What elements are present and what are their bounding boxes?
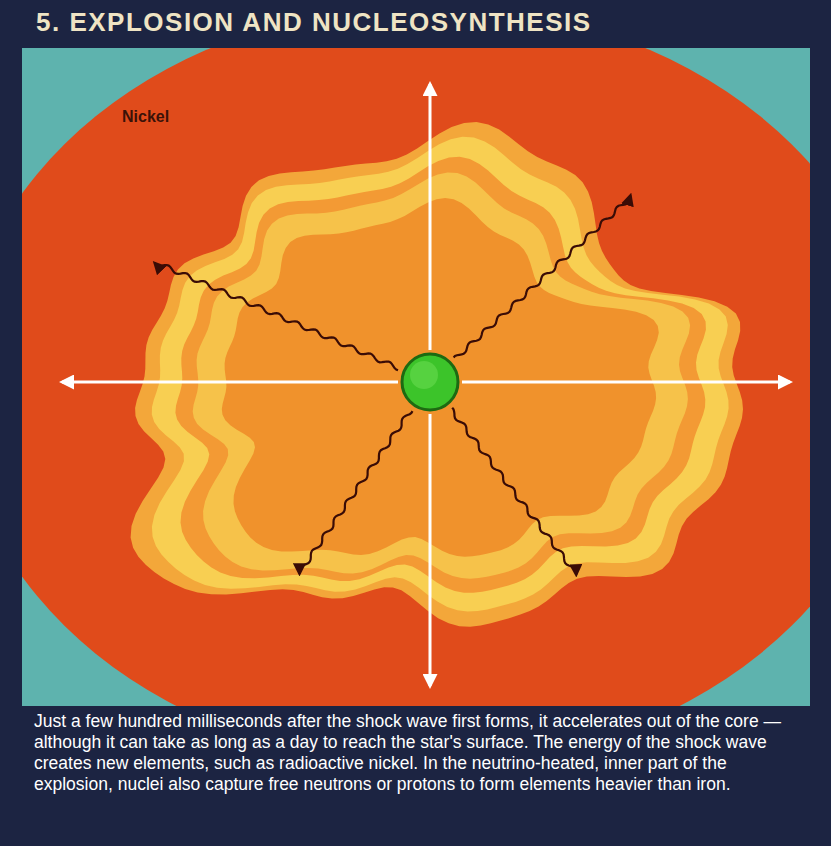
arrow [429, 414, 432, 686]
neutrino-arrows [155, 195, 631, 575]
explosion-region [22, 48, 810, 706]
mixing-layer [152, 137, 729, 612]
neutrino-arrow [300, 411, 413, 574]
arrow [462, 381, 790, 384]
mixing-layer [193, 172, 690, 578]
neutron-star [402, 354, 458, 410]
neutrino-arrow [155, 263, 398, 370]
mixing-layers [131, 122, 743, 627]
mixing-layer [175, 157, 706, 593]
arrow [429, 84, 432, 350]
white-axes [62, 84, 790, 686]
mixing-layer [131, 122, 743, 627]
highlight [410, 361, 438, 389]
panel-title: 5. EXPLOSION AND NUCLEOSYNTHESIS [36, 7, 592, 38]
neutrino-arrow [454, 195, 631, 357]
arrow [62, 381, 398, 384]
region-label: Nickel [122, 108, 169, 126]
neutrino-arrow [452, 408, 576, 575]
mixing-layer [222, 198, 659, 557]
caption-text: Just a few hundred milliseconds after th… [34, 711, 809, 795]
